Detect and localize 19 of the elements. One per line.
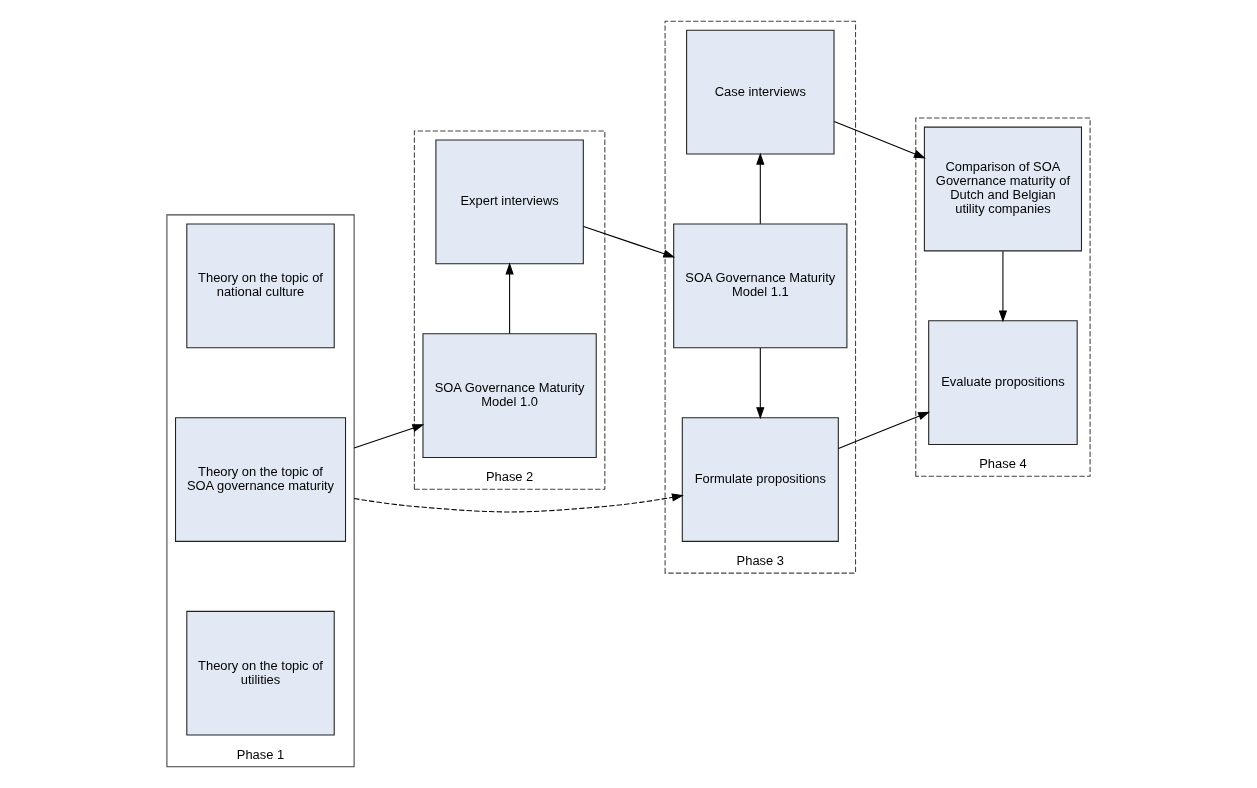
node-box: Case interviews — [686, 29, 835, 155]
node-box: SOA Governance Maturity Model 1.0 — [422, 333, 597, 459]
node-box: Comparison of SOA Governance maturity of Dutch and Belgian utility companies — [923, 126, 1082, 252]
arrow — [505, 262, 514, 335]
arrow — [583, 226, 676, 258]
arrow — [353, 424, 425, 449]
node-box: Expert interviews — [435, 139, 584, 265]
arrow — [756, 347, 765, 420]
node-box: Formulate propositions — [681, 417, 839, 542]
arrow — [833, 120, 926, 159]
node-box: Theory on the topic of national culture — [186, 223, 335, 349]
arrow — [998, 250, 1008, 323]
node-box: Theory on the topic of utilities — [186, 610, 335, 736]
node-box: Evaluate propositions — [928, 320, 1078, 446]
node-box: SOA Governance Maturity Model 1.1 — [673, 223, 848, 349]
arrow — [837, 411, 930, 450]
node-box: Theory on the topic of SOA governance maturity — [175, 417, 347, 542]
arrow — [353, 493, 684, 513]
arrow — [756, 152, 765, 225]
